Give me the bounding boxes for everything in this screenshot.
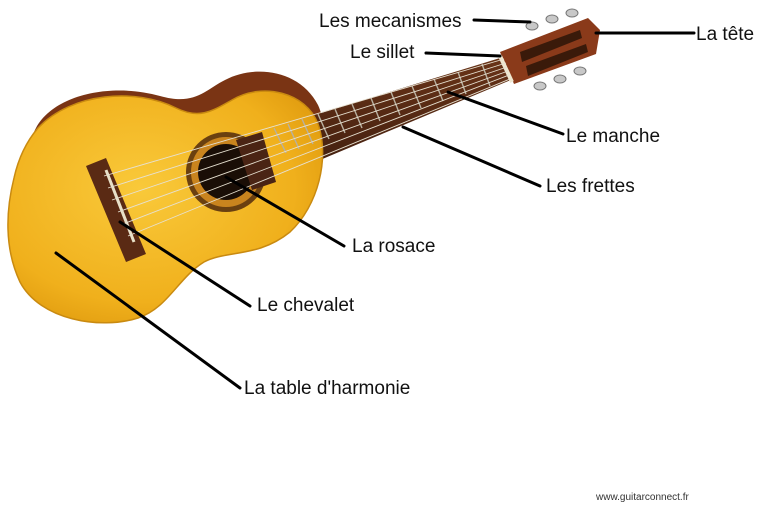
leader-rosace	[224, 175, 346, 248]
label-sillet: Le sillet	[350, 42, 415, 63]
tuners	[525, 8, 587, 91]
label-manche: Le manche	[566, 126, 660, 147]
nut	[498, 55, 514, 83]
label-rosace: La rosace	[352, 236, 435, 257]
leader-chevalet	[118, 220, 252, 308]
label-tete: La tête	[696, 24, 754, 45]
leader-lines	[54, 18, 696, 390]
leader-manche	[446, 90, 565, 136]
leader-sillet	[424, 51, 502, 58]
guitar-illustration	[7, 8, 600, 324]
part-labels: Les mecanismes La tête Le sillet Le manc…	[244, 11, 754, 399]
label-chevalet: Le chevalet	[257, 295, 355, 316]
strings	[103, 58, 511, 237]
headstock-slot-1	[520, 30, 582, 62]
leader-frettes	[401, 125, 542, 188]
label-mecanismes: Les mecanismes	[319, 11, 462, 32]
fretboard-extension	[236, 132, 276, 190]
label-frettes: Les frettes	[546, 176, 635, 197]
saddle	[104, 169, 136, 243]
source-credit: www.guitarconnect.fr	[595, 492, 689, 503]
leader-table	[54, 251, 242, 390]
leader-mecanismes	[472, 18, 532, 24]
headstock-slot-2	[526, 44, 588, 76]
label-table: La table d'harmonie	[244, 378, 410, 399]
